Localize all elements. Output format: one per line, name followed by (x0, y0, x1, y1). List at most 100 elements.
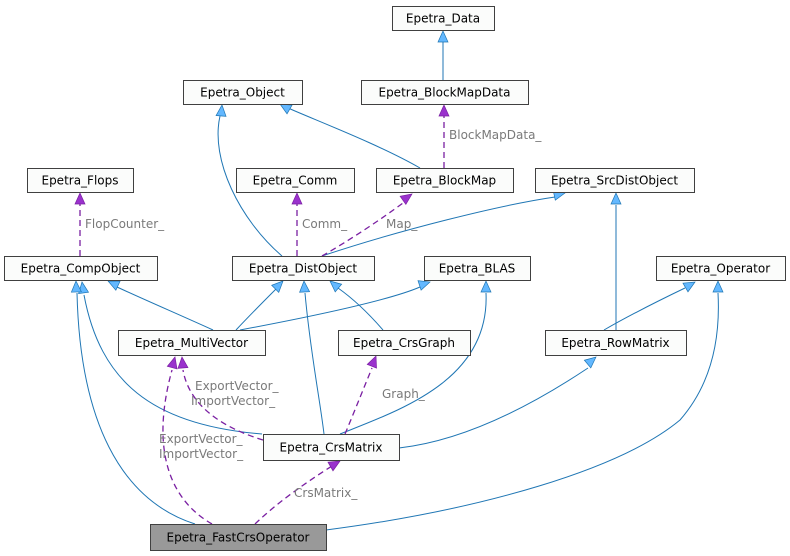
node-box[interactable] (656, 256, 786, 281)
inheritance-line (337, 287, 384, 331)
arrowhead-icon (291, 192, 303, 205)
node-label: Epetra_CrsMatrix (280, 441, 383, 455)
edge-epetra-crsgraph-to-epetra-distobject (329, 280, 384, 331)
inheritance-line (321, 196, 556, 257)
edge-epetra-crsmatrix-to-epetra-compobject (78, 281, 263, 435)
node-box[interactable] (424, 256, 531, 281)
node-box[interactable] (4, 256, 158, 281)
inheritance-line (304, 292, 325, 435)
node-epetra-multivector[interactable]: Epetra_MultiVector (118, 330, 266, 356)
node-label: Epetra_Flops (41, 174, 118, 188)
edge-label: ImportVector_ (159, 447, 244, 461)
arrowhead-icon (399, 193, 413, 206)
arrowhead-icon (215, 104, 227, 117)
node-box[interactable] (535, 168, 695, 193)
node-label: Epetra_Comm (253, 174, 338, 188)
edge-epetra-crsmatrix-to-epetra-blas (339, 280, 492, 435)
node-epetra-operator[interactable]: Epetra_Operator (656, 256, 786, 281)
node-box[interactable] (338, 330, 471, 356)
node-box[interactable] (232, 256, 375, 281)
inheritance-line (83, 294, 263, 435)
arrowhead-icon (166, 356, 178, 370)
edge-epetra-multivector-to-epetra-compobject (107, 280, 214, 331)
arrowhead-icon (271, 280, 284, 293)
edge-epetra-blockmap-to-epetra-blockmapdata (438, 104, 450, 168)
usage-line (182, 369, 264, 441)
arrowhead-icon (366, 355, 377, 369)
edge-epetra-compobject-to-epetra-flops (74, 192, 86, 256)
edge-epetra-rowmatrix-to-epetra-operator (603, 281, 696, 331)
edge-label: FlopCounter_ (85, 217, 165, 231)
node-epetra-crsmatrix[interactable]: Epetra_CrsMatrix (263, 434, 400, 461)
usage-line (254, 465, 333, 525)
node-box (150, 524, 327, 551)
arrowhead-icon (417, 280, 431, 291)
node-epetra-crsgraph[interactable]: Epetra_CrsGraph (338, 330, 471, 356)
edge-epetra-distobject-to-epetra-blockmap (321, 193, 413, 257)
arrowhead-icon (70, 280, 82, 293)
node-epetra-fastcrsoperator: Epetra_FastCrsOperator (150, 524, 327, 551)
edge-epetra-distobject-to-epetra-comm (291, 192, 303, 256)
node-label: Epetra_MultiVector (135, 336, 248, 350)
inheritance-line (217, 115, 283, 257)
arrowhead-icon (107, 280, 121, 291)
node-label: Epetra_SrcDistObject (551, 174, 678, 188)
node-epetra-blockmapdata[interactable]: Epetra_BlockMapData (361, 80, 529, 105)
arrowhead-icon (74, 192, 86, 205)
inheritance-line (339, 292, 487, 435)
node-label: Epetra_BlockMap (393, 174, 496, 188)
arrowhead-icon (177, 356, 189, 369)
edge-epetra-fastcrsoperator-to-epetra-operator (325, 280, 724, 531)
edge-epetra-crsmatrix-to-epetra-rowmatrix (398, 356, 597, 449)
arrowhead-icon (610, 192, 622, 205)
inheritance-line (76, 292, 196, 525)
arrowhead-icon (279, 103, 293, 115)
node-box[interactable] (27, 168, 134, 193)
edge-label: ExportVector_ (195, 379, 280, 393)
node-epetra-srcdistobject[interactable]: Epetra_SrcDistObject (535, 168, 695, 193)
node-epetra-comm[interactable]: Epetra_Comm (236, 168, 355, 193)
node-box[interactable] (118, 330, 266, 356)
node-label: Epetra_FastCrsOperator (167, 531, 310, 545)
node-box[interactable] (545, 330, 687, 356)
node-box[interactable] (376, 168, 514, 193)
edge-epetra-crsmatrix-to-epetra-multivector (177, 356, 264, 441)
inheritance-line (235, 288, 277, 331)
edges-layer (70, 30, 724, 531)
edge-epetra-crsmatrix-to-epetra-distobject (299, 280, 325, 435)
node-epetra-flops[interactable]: Epetra_Flops (27, 168, 134, 193)
edge-epetra-fastcrsoperator-to-epetra-multivector (162, 356, 213, 525)
edge-label: Comm_ (302, 217, 348, 231)
node-label: Epetra_CompObject (21, 262, 141, 276)
arrowhead-icon (437, 30, 449, 43)
node-label: Epetra_DistObject (249, 262, 357, 276)
inheritance-line (398, 367, 589, 449)
edge-epetra-fastcrsoperator-to-epetra-crsmatrix (254, 460, 341, 525)
arrowhead-icon (299, 280, 311, 293)
node-epetra-data[interactable]: Epetra_Data (392, 6, 495, 31)
node-label: Epetra_CrsGraph (353, 336, 455, 350)
edge-label: CrsMatrix_ (294, 486, 358, 500)
node-epetra-blockmap[interactable]: Epetra_BlockMap (376, 168, 514, 193)
node-box[interactable] (392, 6, 495, 31)
node-epetra-rowmatrix[interactable]: Epetra_RowMatrix (545, 330, 687, 356)
edge-epetra-blockmapdata-to-epetra-data (437, 30, 449, 80)
edge-label: BlockMapData_ (449, 128, 542, 142)
node-box[interactable] (183, 80, 303, 105)
node-epetra-blas[interactable]: Epetra_BLAS (424, 256, 531, 281)
arrowhead-icon (480, 280, 492, 293)
node-box[interactable] (236, 168, 355, 193)
node-box[interactable] (263, 434, 400, 461)
node-label: Epetra_Operator (671, 262, 770, 276)
arrowhead-icon (583, 356, 597, 369)
node-box[interactable] (361, 80, 529, 105)
node-epetra-distobject[interactable]: Epetra_DistObject (232, 256, 375, 281)
edge-epetra-multivector-to-epetra-distobject (235, 280, 284, 331)
edge-label: ImportVector_ (191, 394, 276, 408)
node-label: Epetra_BLAS (439, 262, 516, 276)
node-epetra-compobject[interactable]: Epetra_CompObject (4, 256, 158, 281)
inheritance-line (325, 292, 719, 531)
edge-epetra-distobject-to-epetra-object (215, 104, 283, 257)
node-epetra-object[interactable]: Epetra_Object (183, 80, 303, 105)
